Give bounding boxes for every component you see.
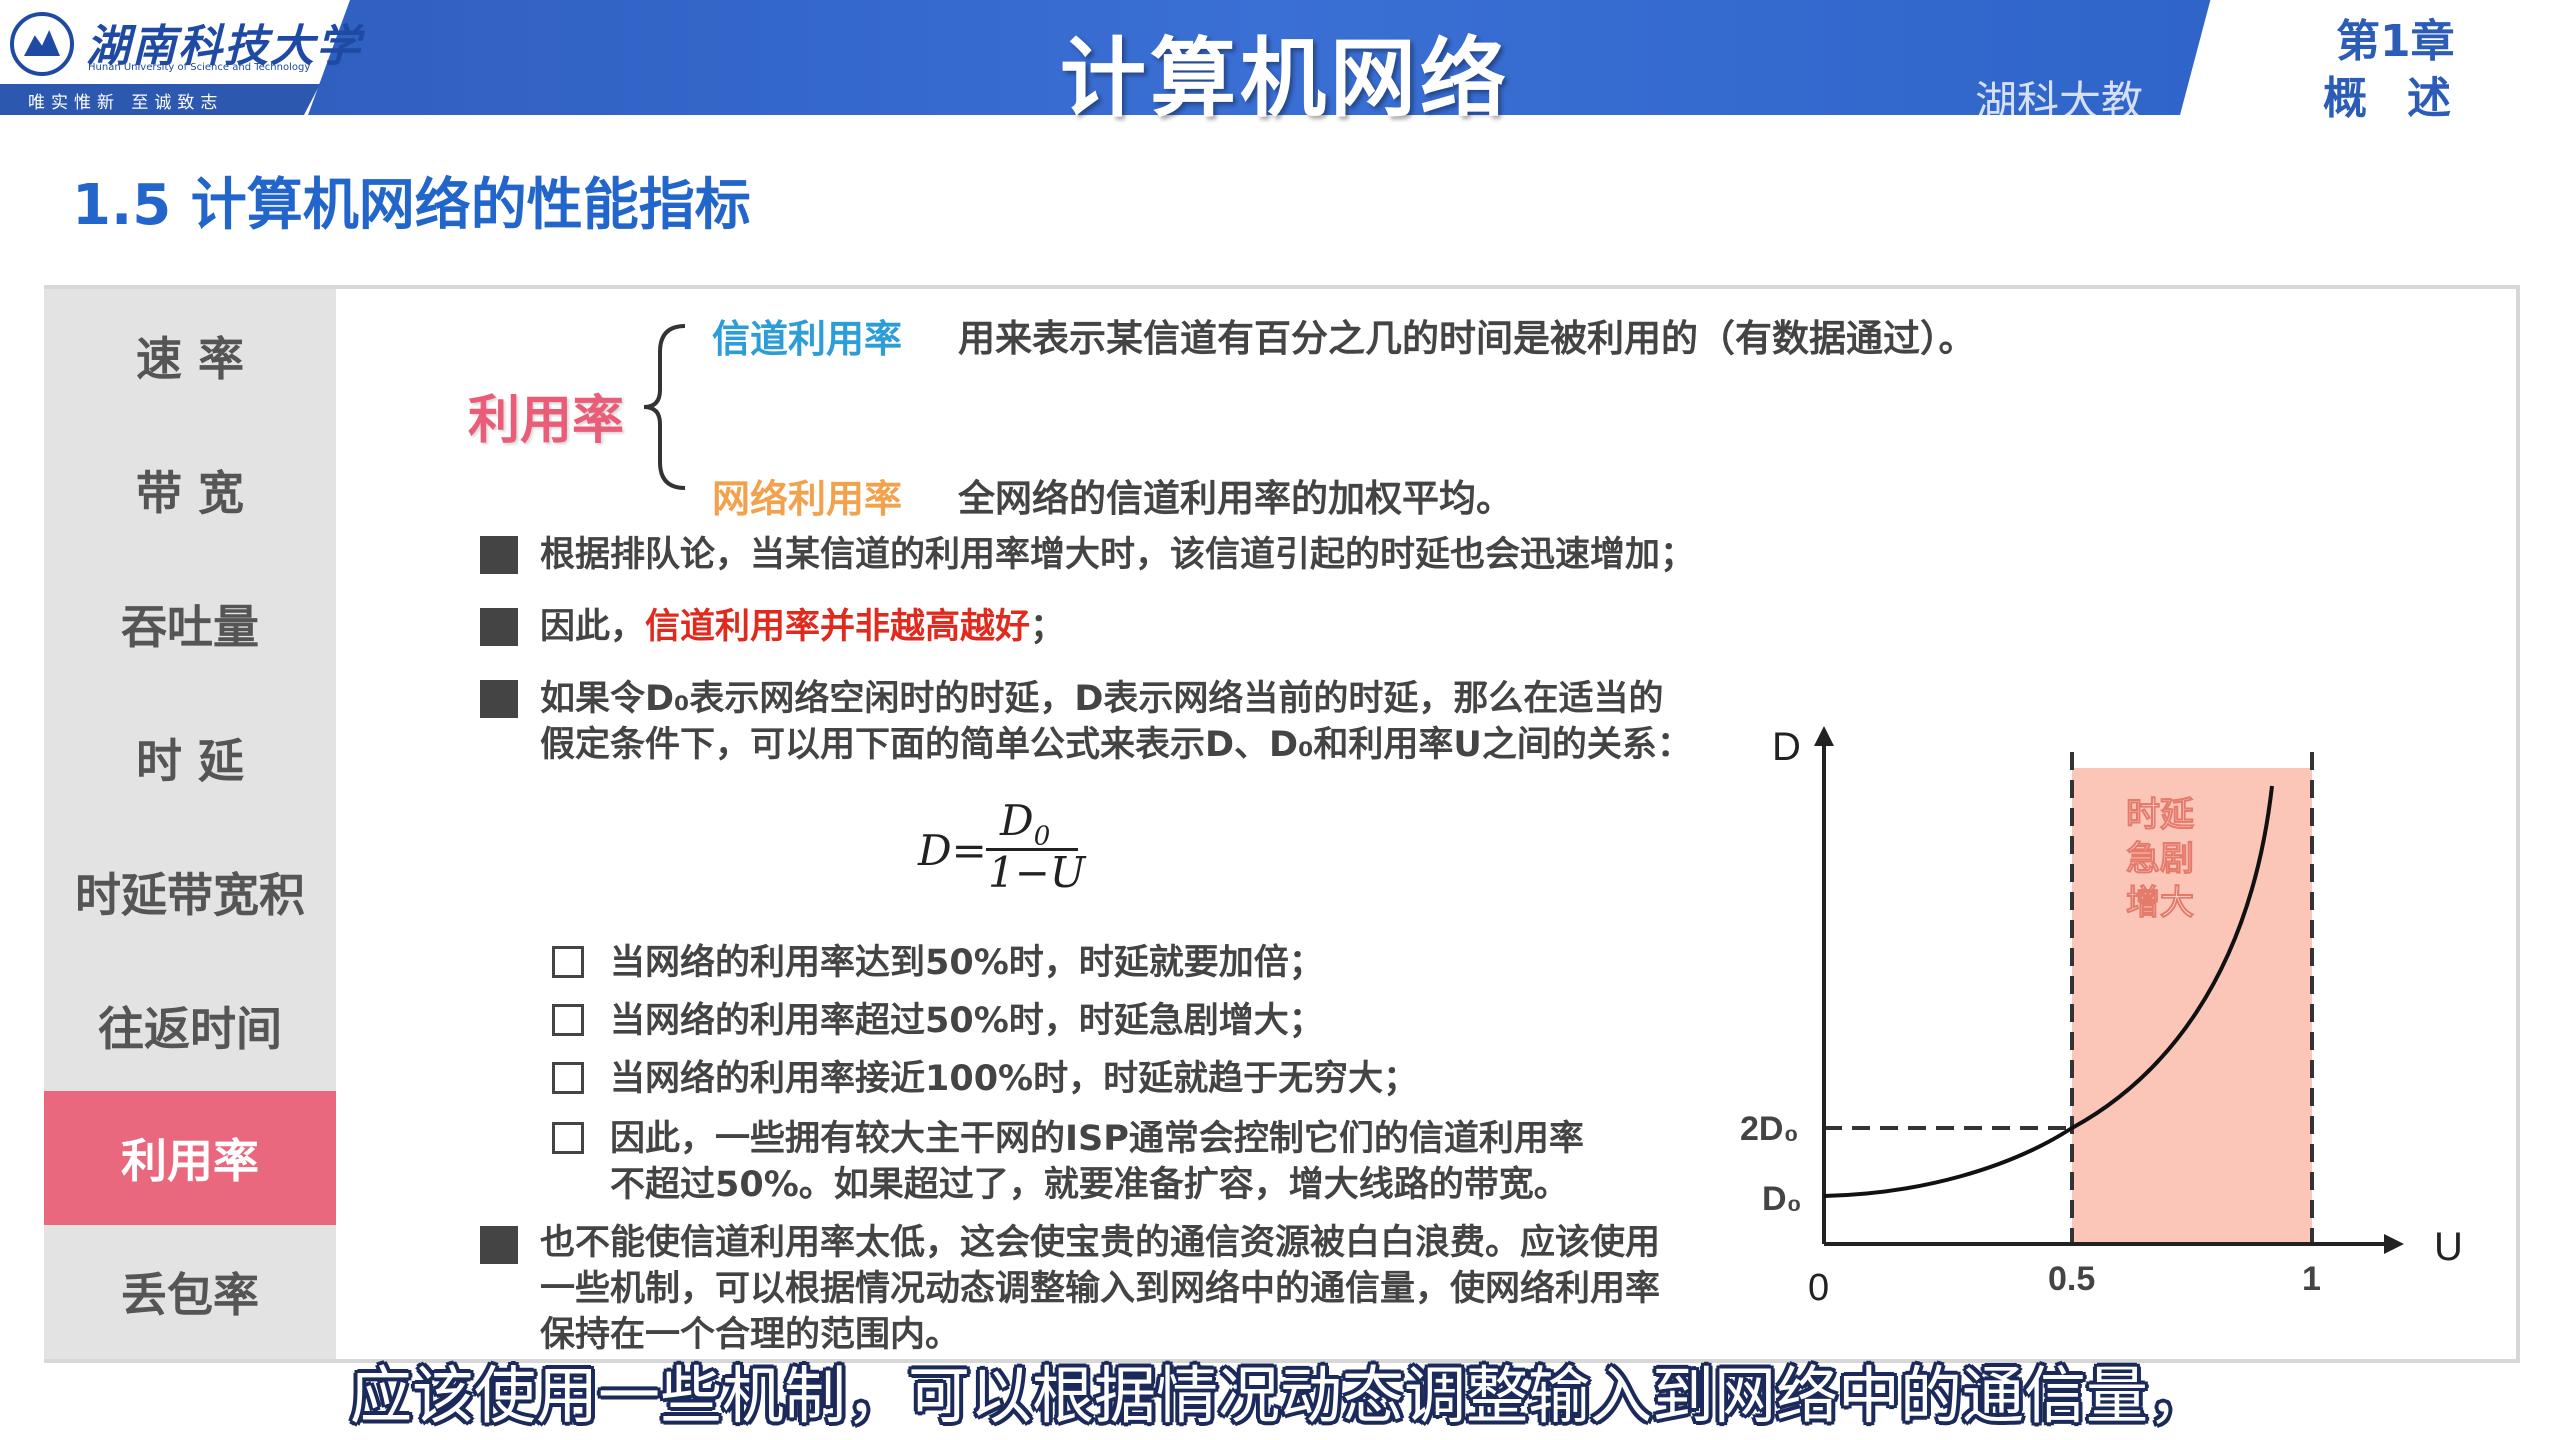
check-item-isp-line1: 因此，一些拥有较大主干网的ISP通常会控制它们的信道利用率 (610, 1119, 1584, 1159)
origin-label: 0 (1808, 1267, 1829, 1309)
y-tick-d0: D₀ (1762, 1180, 1802, 1218)
sidebar-item-bandwidth[interactable]: 带 宽 (135, 466, 244, 520)
formula-lhs: D= (918, 826, 987, 875)
bullet-formula-intro-line2: 假定条件下，可以用下面的简单公式来表示D、D₀和利用率U之间的关系： (540, 725, 1692, 765)
formula-numerator: D0 (1000, 796, 1050, 851)
university-motto: 唯实惟新 至诚致志 (28, 93, 224, 113)
y-axis-arrow-icon (1814, 726, 1834, 746)
check-item-50-percent: 当网络的利用率达到50%时，时延就要加倍； (610, 943, 1324, 983)
header-blue-band (305, 0, 2225, 115)
section-title: 1.5 计算机网络的性能指标 (72, 173, 751, 238)
curly-brace-icon (643, 324, 686, 490)
zone-label-line1: 时延 (2126, 795, 2195, 835)
bullet-square-icon (480, 608, 518, 646)
university-english-name: Hunan University of Science and Technolo… (88, 62, 311, 73)
bullet-square-icon (480, 536, 518, 574)
formula-denominator: 1−U (988, 848, 1086, 897)
zone-label-line2: 急剧 (2126, 839, 2194, 879)
x-tick-half: 0.5 (2048, 1260, 2095, 1298)
formula-fraction-bar (986, 848, 1078, 851)
x-axis-label: U (2434, 1225, 2460, 1269)
bullet-not-too-low-line2: 一些机制，可以根据情况动态调整输入到网络中的通信量，使网络利用率 (540, 1269, 1661, 1309)
highlight-not-higher-better: 信道利用率并非越高越好 (645, 607, 1031, 647)
checkbox-near-100-percent[interactable] (552, 1062, 584, 1094)
bullet-square-icon (480, 680, 518, 718)
bullet-formula-intro-line1: 如果令D₀表示网络空闲时的时延，D表示网络当前的时延，那么在适当的 (540, 679, 1664, 719)
right-margin (2527, 0, 2560, 1440)
sidebar-item-throughput[interactable]: 吞吐量 (121, 600, 259, 654)
channel-utilization-definition: 用来表示某信道有百分之几的时间是被利用的（有数据通过）。 (958, 317, 1976, 360)
checkbox-50-percent[interactable] (552, 946, 584, 978)
check-item-over-50-percent: 当网络的利用率超过50%时，时延急剧增大； (610, 1001, 1324, 1041)
chapter-area (2180, 0, 2560, 115)
x-axis-arrow-icon (2384, 1234, 2404, 1254)
course-title: 计算机网络 (1060, 29, 1510, 129)
check-item-near-100-percent: 当网络的利用率接近100%时，时延就趋于无穷大； (610, 1059, 1419, 1099)
channel-utilization-term: 信道利用率 (712, 317, 903, 361)
bullet-prefix: 因此， (540, 607, 646, 647)
sidebar-item-utilization[interactable]: 利用率 (44, 1091, 336, 1225)
video-subtitle: 应该使用一些机制，可以根据情况动态调整输入到网络中的通信量， (349, 1359, 2210, 1432)
sidebar-item-rate[interactable]: 速 率 (135, 332, 244, 386)
bullet-not-too-low-line3: 保持在一个合理的范围内。 (540, 1315, 961, 1355)
delay-surge-zone (2072, 768, 2312, 1244)
university-emblem-icon (10, 12, 74, 76)
brand-watermark: 湖科大教 (1975, 77, 2144, 126)
utilization-heading: 利用率 (468, 391, 625, 451)
motto-bar (0, 84, 320, 115)
header-banner: 湖南科技大学 Hunan University of Science and T… (0, 0, 2560, 129)
y-axis-label: D (1772, 725, 1801, 769)
sidebar-item-packet-loss[interactable]: 丢包率 (121, 1268, 259, 1322)
topic-sidebar: 速 率 带 宽 吞吐量 时 延 时延带宽积 往返时间 利用率 丢包率 (44, 289, 336, 1359)
bullet-square-icon (480, 1226, 518, 1264)
network-utilization-term: 网络利用率 (712, 477, 903, 521)
check-item-isp-line2: 不超过50%。如果超过了，就要准备扩容，增大线路的带宽。 (610, 1165, 1569, 1205)
bullet-not-higher-better: 因此，信道利用率并非越高越好； (540, 604, 1065, 650)
zone-label-line3: 增大 (2126, 883, 2194, 923)
formula-numerator-sub: 0 (1033, 821, 1051, 852)
chapter-name: 概述 (2323, 73, 2491, 124)
formula-numerator-var: D (1000, 796, 1034, 845)
bullet-not-too-low-line1: 也不能使信道利用率太低，这会使宝贵的通信资源被白白浪费。应该使用 (540, 1223, 1661, 1263)
chapter-number: 第1章 (2336, 16, 2455, 67)
sidebar-item-delay[interactable]: 时 延 (135, 734, 244, 788)
bullet-queueing-theory: 根据排队论，当某信道的利用率增大时，该信道引起的时延也会迅速增加； (540, 535, 1696, 575)
x-tick-one: 1 (2302, 1260, 2321, 1298)
bullet-suffix: ； (1030, 607, 1066, 647)
university-name: 湖南科技大学 (86, 21, 362, 72)
y-tick-2d0: 2D₀ (1740, 1110, 1799, 1148)
checkbox-isp-control[interactable] (552, 1122, 584, 1154)
delay-utilization-graph: D U 0 0.5 1 2D₀ D₀ 时延 急剧 增大 (1740, 725, 2460, 1309)
checkbox-over-50-percent[interactable] (552, 1004, 584, 1036)
delay-curve (1823, 785, 2274, 1198)
sidebar-item-delay-bandwidth-product[interactable]: 时延带宽积 (75, 868, 305, 922)
sidebar-item-rtt[interactable]: 往返时间 (98, 1002, 282, 1056)
network-utilization-definition: 全网络的信道利用率的加权平均。 (958, 477, 1513, 520)
